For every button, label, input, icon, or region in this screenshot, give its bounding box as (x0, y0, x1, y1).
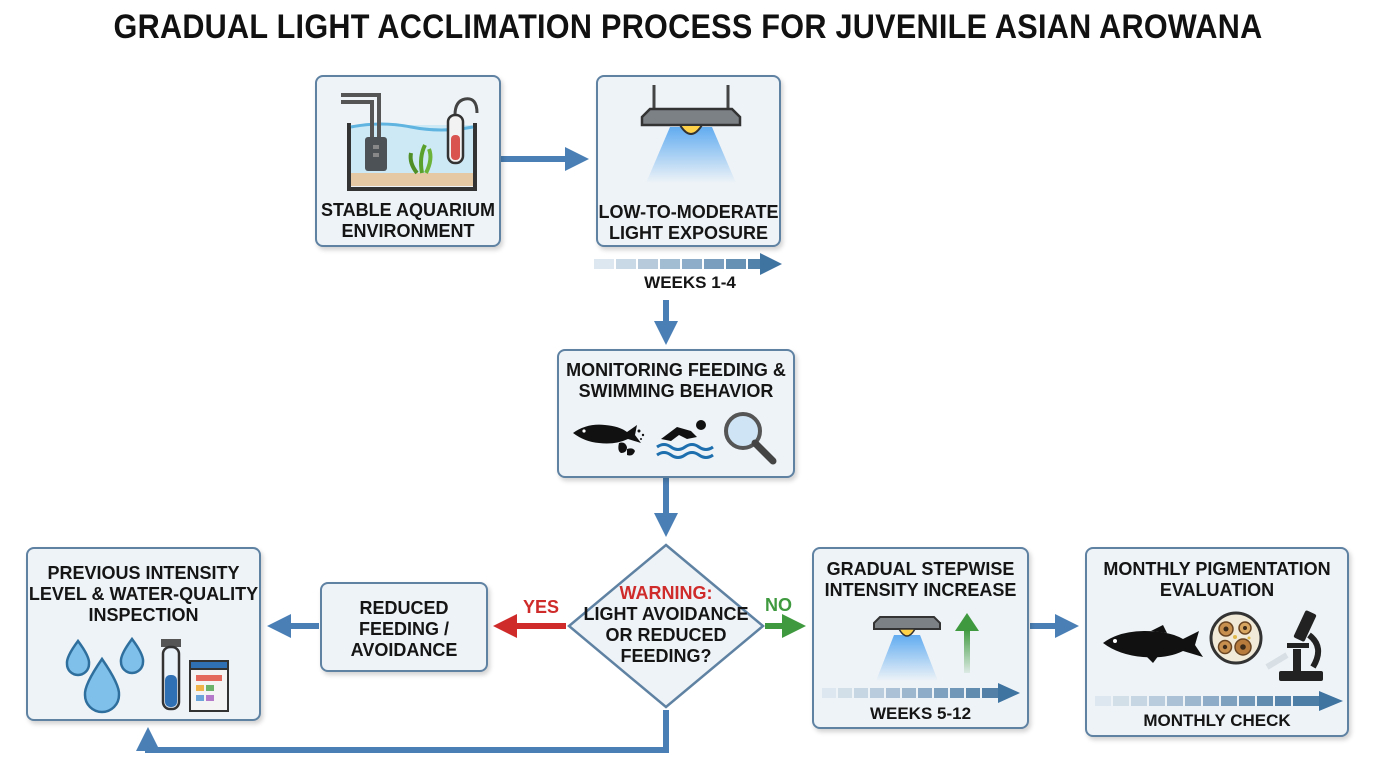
timeline-bar-weeks-1-4 (594, 253, 782, 275)
swimmer-icon (656, 420, 714, 459)
timeline-label-weeks-5-12: WEEKS 5-12 (869, 704, 972, 723)
node-monitor-label: MONITORING FEEDING &SWIMMING BEHAVIOR (566, 360, 786, 401)
test-kit-icon (189, 660, 229, 712)
pigment-cells-icon (1209, 611, 1263, 665)
arrow-decision-loop-to-previous (136, 710, 669, 753)
magnifier-icon (724, 412, 777, 465)
timeline-label-monthly: MONTHLY CHECK (1143, 711, 1291, 730)
decision-warning: WARNING: (619, 583, 713, 603)
diagram-title: GRADUAL LIGHT ACCLIMATION PROCESS FOR JU… (113, 8, 1263, 46)
decision-label: WARNING: LIGHT AVOIDANCE OR REDUCED FEED… (570, 583, 762, 667)
fish-feeding-icon (573, 424, 645, 456)
aquarium-icon (341, 93, 479, 191)
water-drops-icon (65, 636, 145, 714)
node-monitoring: MONITORING FEEDING &SWIMMING BEHAVIOR (557, 349, 795, 478)
decision-diamond (567, 543, 765, 709)
arowana-icon (1103, 625, 1203, 663)
microscope-icon (1265, 610, 1323, 681)
timeline-label-weeks-1-4: WEEKS 1-4 (644, 273, 736, 292)
test-tube-icon (161, 639, 181, 711)
timeline-bar-monthly (1095, 691, 1343, 711)
lamp-icon (873, 616, 941, 681)
edge-label-no: NO (765, 595, 792, 615)
lamp-icon (640, 85, 742, 183)
up-arrow-icon (955, 613, 979, 673)
edge-label-yes: YES (523, 597, 560, 617)
timeline-bar-weeks-5-12 (822, 683, 1020, 703)
